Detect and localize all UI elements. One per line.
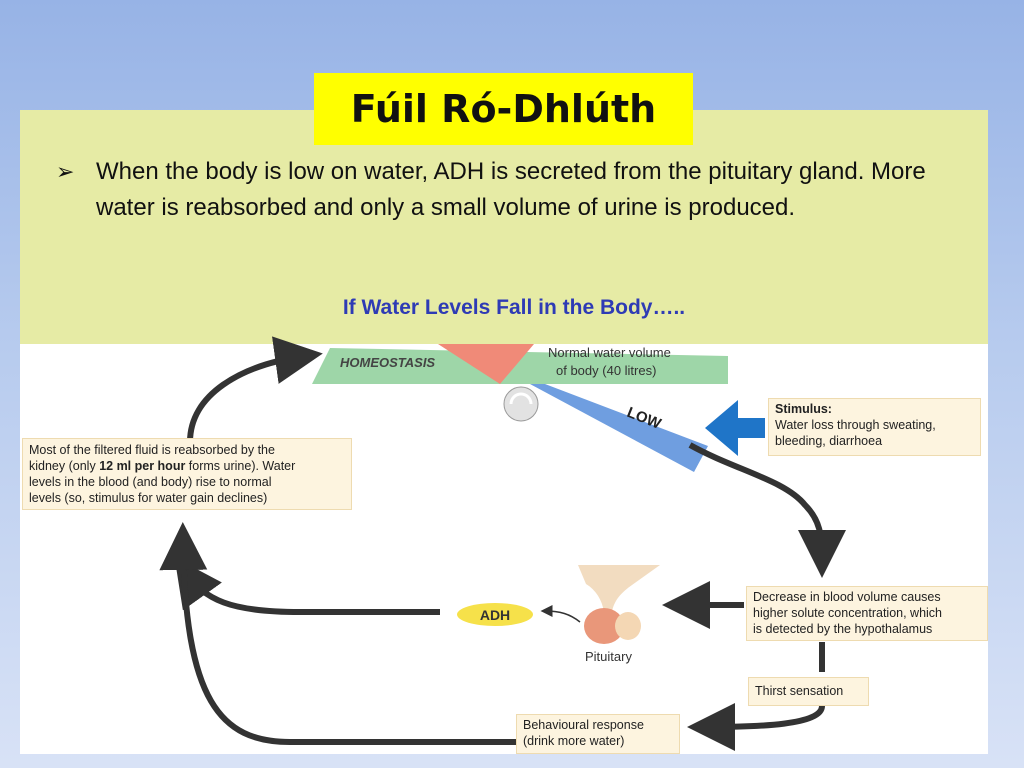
bullet-point: ➢ When the body is low on water, ADH is … xyxy=(56,154,956,226)
reabsorption-line1: Most of the filtered fluid is reabsorbed… xyxy=(29,443,275,457)
high-wedge xyxy=(438,344,534,384)
adh-hormone-label: ADH xyxy=(457,603,533,626)
reabsorption-line4: levels (so, stimulus for water gain decl… xyxy=(29,491,268,505)
behaviour-box: Behavioural response (drink more water) xyxy=(516,714,680,754)
behaviour-to-kidney-arrow xyxy=(159,522,516,745)
behaviour-line1: Behavioural response xyxy=(523,718,644,732)
bullet-text: When the body is low on water, ADH is se… xyxy=(96,158,926,221)
title-box: Fúil Ró-Dhlúth xyxy=(314,73,693,145)
decrease-line1: Decrease in blood volume causes xyxy=(753,590,941,604)
decrease-line3: is detected by the hypothalamus xyxy=(753,622,933,636)
normal-volume-line1: Normal water volume xyxy=(548,345,671,360)
adh-to-kidney-arrow xyxy=(174,557,440,615)
pituitary-to-adh-arrow xyxy=(540,605,581,623)
pivot-icon xyxy=(503,386,539,422)
stimulus-box: Stimulus: Water loss through sweating, b… xyxy=(768,398,981,456)
decrease-box: Decrease in blood volume causes higher s… xyxy=(746,586,988,641)
thirst-box: Thirst sensation xyxy=(748,677,869,706)
reabsorption-line3: levels in the blood (and body) rise to n… xyxy=(29,475,272,489)
homeostasis-bar xyxy=(312,348,728,384)
homeostasis-label: HOMEOSTASIS xyxy=(340,355,435,370)
kidney-to-homeostasis-arrow xyxy=(187,336,323,443)
pituitary-posterior-icon xyxy=(615,612,641,640)
reabsorption-line2: kidney (only 12 ml per hour forms urine)… xyxy=(29,458,345,474)
low-to-decrease-arrow xyxy=(688,442,846,578)
reabsorption-line2-pre: kidney (only xyxy=(29,459,100,473)
reabsorption-line2-bold: 12 ml per hour xyxy=(99,459,186,473)
behaviour-line2: (drink more water) xyxy=(523,734,625,748)
decrease-line2: higher solute concentration, which xyxy=(753,606,943,620)
normal-volume-line2: of body (40 litres) xyxy=(556,363,656,378)
page-title: Fúil Ró-Dhlúth xyxy=(350,87,657,131)
hypothalamus-shape xyxy=(578,565,660,612)
thirst-to-behaviour-arrow xyxy=(687,702,825,751)
stimulus-arrow-icon xyxy=(705,400,765,456)
content-panel: ➢ When the body is low on water, ADH is … xyxy=(20,110,988,344)
pivot-highlight-icon xyxy=(509,392,533,405)
pituitary-label: Pituitary xyxy=(585,649,632,664)
pituitary-anterior-icon xyxy=(584,608,624,644)
low-bar xyxy=(530,384,708,472)
reabsorption-line2-post: forms urine). Water xyxy=(185,459,296,473)
stimulus-line2: bleeding, diarrhoea xyxy=(775,434,883,448)
section-heading: If Water Levels Fall in the Body….. xyxy=(342,296,686,319)
stimulus-heading: Stimulus: xyxy=(775,402,832,416)
bullet-arrow-icon: ➢ xyxy=(56,159,75,184)
reabsorption-box: Most of the filtered fluid is reabsorbed… xyxy=(22,438,352,510)
stimulus-line1: Water loss through sweating, xyxy=(775,418,936,432)
